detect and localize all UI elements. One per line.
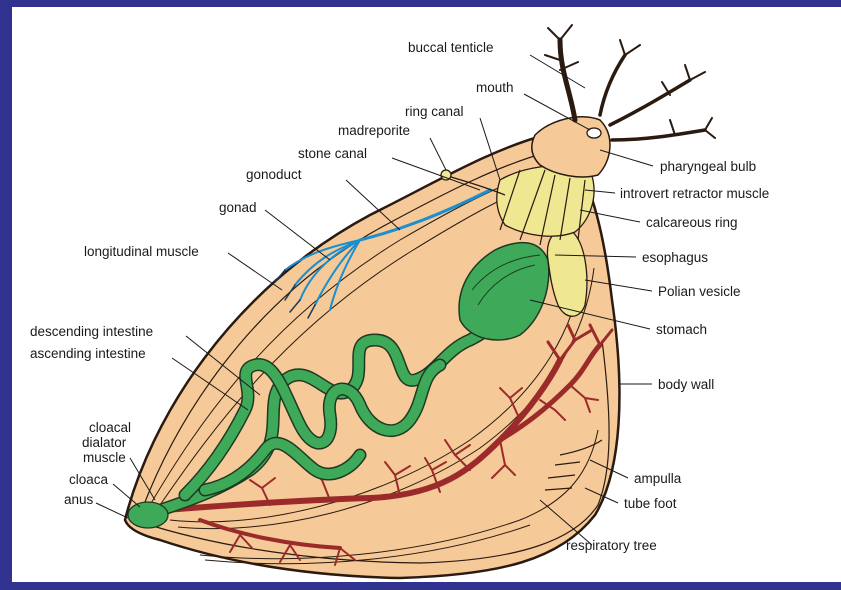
label-cloaca: cloaca [69,472,109,487]
label-cloacal: cloacal [89,420,131,435]
label-mouth: mouth [476,80,514,95]
label-tube-foot: tube foot [624,496,677,511]
label-introvert-retractor-muscle: introvert retractor muscle [620,186,769,201]
label-dialator: dialator [82,435,127,450]
label-esophagus: esophagus [642,250,708,265]
label-longitudinal-muscle: longitudinal muscle [84,244,199,259]
label-buccal-tenticle: buccal tenticle [408,40,494,55]
label-muscle: muscle [83,450,126,465]
label-ampulla: ampulla [634,471,682,486]
label-gonoduct: gonoduct [246,167,302,182]
label-stone-canal: stone canal [298,146,367,161]
sea-cucumber-anatomy-diagram: buccal tenticle mouth ring canal madrepo… [12,7,841,582]
pharyngeal-bulb [532,117,610,177]
label-calcareous-ring: calcareous ring [646,215,738,230]
label-anus: anus [64,492,94,507]
label-body-wall: body wall [658,377,714,392]
label-ring-canal: ring canal [405,104,464,119]
label-polian-vesicle: Polian vesicle [658,284,741,299]
label-respiratory-tree: respiratory tree [566,538,657,553]
label-ascending-intestine: ascending intestine [30,346,146,361]
label-descending-intestine: descending intestine [30,324,153,339]
label-stomach: stomach [656,322,707,337]
label-madreporite: madreporite [338,123,410,138]
diagram-frame: buccal tenticle mouth ring canal madrepo… [12,7,841,582]
cloaca [128,502,168,528]
label-gonad: gonad [219,200,257,215]
label-pharyngeal-bulb: pharyngeal bulb [660,159,756,174]
